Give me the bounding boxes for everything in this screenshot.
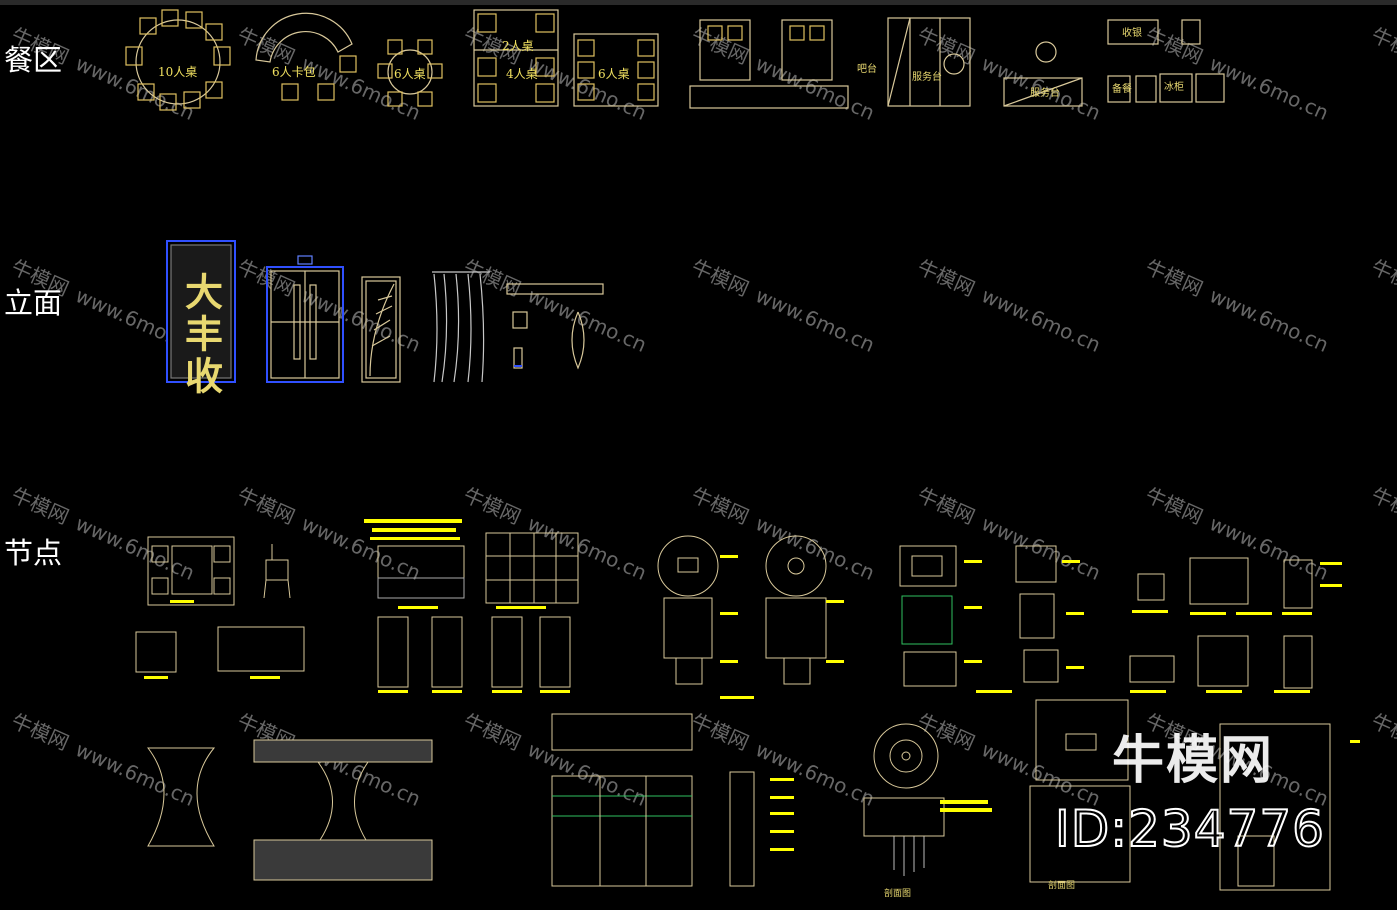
- watermark-url: www.6mo.cn: [752, 511, 878, 585]
- svg-text:剖面图: 剖面图: [884, 887, 911, 899]
- watermark-cn: 牛模网: [8, 483, 73, 529]
- svg-text:收银: 收银: [1122, 26, 1142, 39]
- watermark-url: www.6mo.cn: [978, 511, 1104, 585]
- watermark-url: www.6mo.cn: [298, 283, 424, 357]
- brand-watermark: 牛模网: [1112, 731, 1275, 791]
- watermark-url: www.6mo.cn: [1206, 511, 1332, 585]
- leaf-panel: [361, 276, 401, 383]
- svg-text:吧台: 吧台: [857, 62, 877, 75]
- svg-text:冰柜: 冰柜: [1164, 80, 1184, 93]
- watermark-cn: 牛模网: [1142, 483, 1207, 529]
- watermark-cn: 牛模网: [688, 23, 753, 69]
- watermark-url: www.6mo.cn: [978, 283, 1104, 357]
- watermark-cn: 牛模网: [234, 483, 299, 529]
- label-10-table: 10人桌: [158, 65, 197, 79]
- watermark-cn: 牛模网: [688, 483, 753, 529]
- label-6-table-a: 6人桌: [394, 67, 426, 81]
- service-counter-plan: [887, 17, 971, 107]
- label-4-table: 4人桌: [506, 67, 538, 81]
- watermark-cn: 牛模网: [8, 709, 73, 755]
- watermark-cn: 牛模网: [1142, 255, 1207, 301]
- dimension-callouts: [144, 519, 1360, 851]
- table-6-round: [377, 39, 443, 107]
- section-label-dining: 餐区: [4, 43, 63, 77]
- label-2-table: 2人桌: [502, 39, 534, 53]
- watermark-cn: 牛模网: [688, 709, 753, 755]
- watermark-cn: 牛模网: [460, 483, 525, 529]
- section-label-elevation: 立面: [4, 286, 63, 320]
- watermark-url: www.6mo.cn: [298, 51, 424, 125]
- watermark-url: www.6mo.cn: [524, 511, 650, 585]
- watermark-url: www.6mo.cn: [72, 511, 198, 585]
- watermark-cn: 牛模网: [914, 23, 979, 69]
- watermark-cn: 牛模网: [1142, 23, 1207, 69]
- watermark-layer: 牛模网www.6mo.cn牛模网www.6mo.cn牛模网www.6mo.cn牛…: [8, 23, 1397, 811]
- svg-text:服务台: 服务台: [912, 70, 942, 83]
- label-6-booth: 6人卡包: [272, 65, 316, 79]
- booth-6-person: [255, 12, 357, 101]
- sign-text: 大丰收: [179, 272, 224, 398]
- watermark-cn: 牛模网: [1368, 709, 1397, 755]
- label-6-table-b: 6人桌: [598, 67, 630, 81]
- watermark-url: www.6mo.cn: [524, 737, 650, 811]
- svg-text:服务台: 服务台: [1030, 86, 1060, 99]
- svg-text:剖面图: 剖面图: [1048, 879, 1075, 891]
- dining-area-drawings: 吧台 服务台 服务台 收银 备餐 冰柜: [125, 9, 1225, 111]
- sign-panel: [166, 240, 236, 383]
- watermark-url: www.6mo.cn: [752, 737, 878, 811]
- table-labels: 10人桌 6人卡包 6人桌 2人桌 4人桌 6人桌: [158, 39, 630, 81]
- watermark-url: www.6mo.cn: [72, 51, 198, 125]
- watermark-url: www.6mo.cn: [752, 283, 878, 357]
- sofa-counter: [689, 19, 849, 109]
- watermark-cn: 牛模网: [914, 255, 979, 301]
- top-border: [0, 0, 1397, 5]
- watermark-url: www.6mo.cn: [1206, 51, 1332, 125]
- wall-strip: [506, 283, 604, 370]
- watermark-cn: 牛模网: [1368, 23, 1397, 69]
- cashier-plan: [1107, 19, 1225, 103]
- elevation-drawings: [166, 240, 604, 383]
- watermark-url: www.6mo.cn: [752, 51, 878, 125]
- watermark-url: www.6mo.cn: [1206, 283, 1332, 357]
- service-desk-plan: [1003, 41, 1083, 107]
- table-6-rect: [573, 33, 659, 107]
- svg-text:备餐: 备餐: [1112, 82, 1132, 95]
- section-label-node: 节点: [4, 536, 63, 570]
- watermark-cn: 牛模网: [1368, 255, 1397, 301]
- scale-labels: 剖面图 剖面图: [884, 879, 1075, 899]
- brand-id-watermark: ID:234776: [1054, 799, 1325, 859]
- node-detail-drawings: [135, 532, 1331, 891]
- curtain: [432, 271, 490, 383]
- watermark-cn: 牛模网: [914, 709, 979, 755]
- table-10-person: [125, 9, 231, 111]
- watermark-cn: 牛模网: [1368, 483, 1397, 529]
- watermark-cn: 牛模网: [460, 709, 525, 755]
- watermark-cn: 牛模网: [914, 483, 979, 529]
- watermark-cn: 牛模网: [688, 255, 753, 301]
- table-2-4-person: [473, 9, 559, 107]
- door-elevation: [266, 255, 344, 383]
